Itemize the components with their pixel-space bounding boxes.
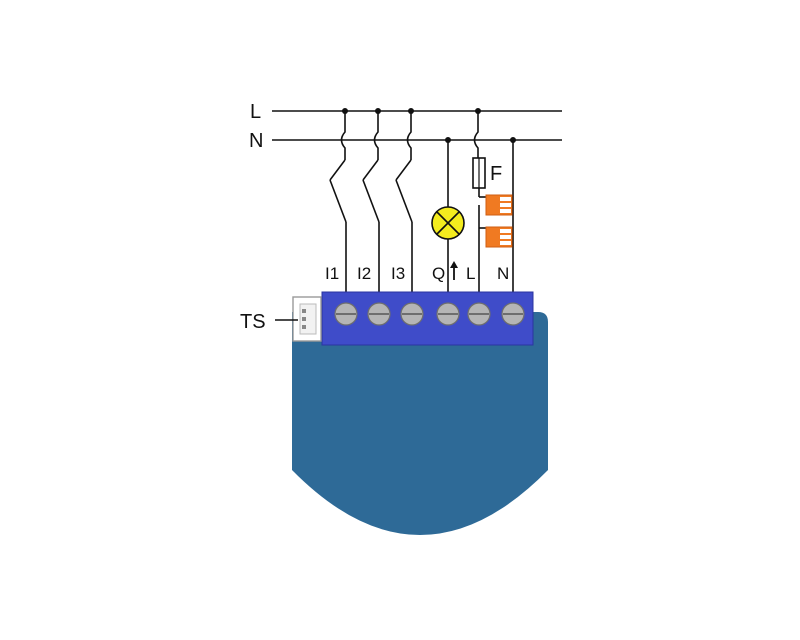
live-line-label: L xyxy=(250,101,261,123)
terminal-label-i2: I2 xyxy=(357,264,371,283)
sensor-connector-icon xyxy=(292,296,322,342)
screw-icon xyxy=(367,302,391,326)
neutral-line-label: N xyxy=(249,130,263,152)
arrow-up-icon xyxy=(450,261,458,280)
connector-bottom-icon xyxy=(485,226,513,248)
connector-top-icon xyxy=(485,194,513,216)
sensor-label: TS xyxy=(240,311,266,333)
screw-icon xyxy=(400,302,424,326)
switch-i3 xyxy=(395,111,413,297)
fuse-icon xyxy=(472,157,486,189)
terminal-label-n: N xyxy=(497,264,509,283)
lamp-icon xyxy=(431,206,465,240)
screw-icon xyxy=(436,302,460,326)
terminal-label-i1: I1 xyxy=(325,264,339,283)
switch-i1 xyxy=(329,111,347,297)
module-body xyxy=(292,312,548,535)
terminal-strip xyxy=(321,291,534,346)
switch-i2 xyxy=(362,111,380,297)
terminal-label-q: Q xyxy=(432,264,445,283)
fuse-label: F xyxy=(490,163,502,185)
screw-icon xyxy=(334,302,358,326)
terminal-label-l: L xyxy=(466,264,475,283)
terminal-label-i3: I3 xyxy=(391,264,405,283)
screw-icon xyxy=(467,302,491,326)
live-feed-wire xyxy=(473,111,479,158)
screw-icon xyxy=(501,302,525,326)
